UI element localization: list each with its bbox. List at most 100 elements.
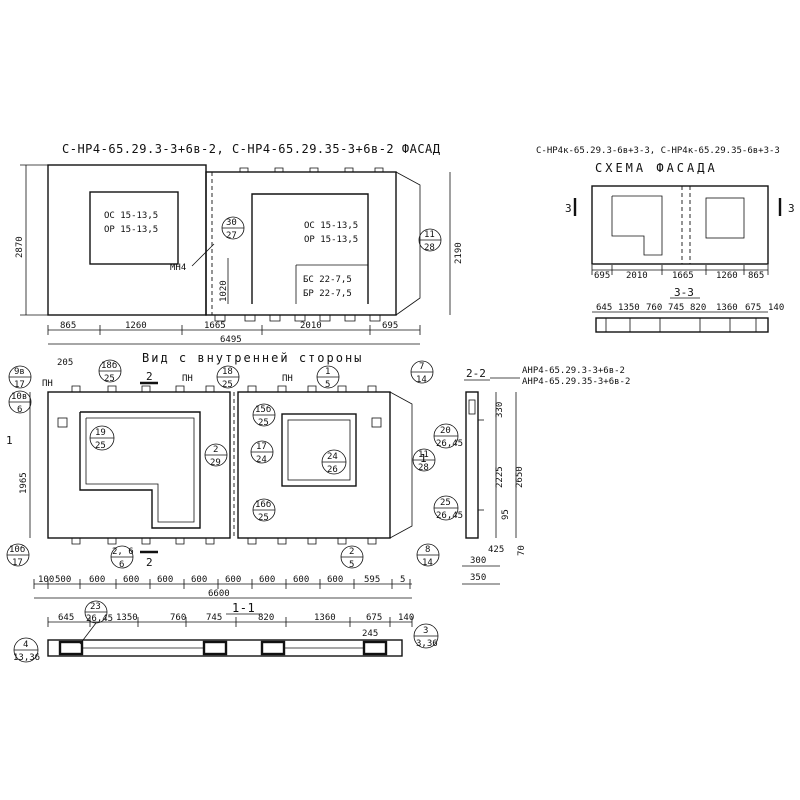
s11-dim-3: 760: [170, 613, 186, 623]
scheme-mark-right: 3: [788, 202, 795, 215]
s33-dim-2: 1350: [618, 303, 640, 313]
scheme-dim-5: 865: [748, 271, 764, 281]
facade-dim-1: 865: [60, 321, 76, 331]
svg-text:10в: 10в: [11, 392, 27, 402]
scheme-mark-left: 3: [565, 202, 572, 215]
svg-text:13,36: 13,36: [13, 653, 40, 663]
svg-text:25: 25: [258, 418, 269, 428]
svg-text:20: 20: [440, 426, 451, 436]
scheme-facade: 3 3 695 2010 1665 1260 865 3-3 645 1350 …: [565, 185, 795, 333]
svg-text:28: 28: [424, 243, 435, 253]
svg-text:17: 17: [12, 558, 23, 568]
facade-window-left: [89, 191, 179, 265]
svg-text:28: 28: [418, 463, 429, 473]
svg-text:5: 5: [349, 560, 354, 570]
svg-text:1: 1: [325, 367, 330, 377]
svg-text:7: 7: [419, 362, 424, 372]
s22-dim-300: 300: [470, 556, 486, 566]
svg-text:2, 6: 2, 6: [112, 547, 134, 557]
inner-left-panel: [47, 391, 231, 539]
pn-label-2: ПН: [182, 374, 193, 384]
facade-dim-3: 1665: [204, 321, 226, 331]
svg-text:17: 17: [14, 380, 25, 390]
svg-text:17: 17: [256, 442, 267, 452]
scheme-dim-2: 2010: [626, 271, 648, 281]
bubble-1-5: 15: [316, 365, 340, 390]
section-22-title: 2-2: [466, 367, 486, 380]
svg-text:25: 25: [222, 380, 233, 390]
facade-height-right: 2190: [454, 242, 464, 264]
facade-total: 6495: [220, 335, 242, 345]
svg-text:3,36: 3,36: [416, 639, 438, 649]
section-2-2: 2-2 АНР4-65.29.3-3+6в-2 АНР4-65.29.35-3+…: [433, 366, 630, 585]
section-11-title: 1-1: [232, 601, 255, 615]
svg-text:11: 11: [424, 230, 435, 240]
s11-dim-7: 675: [366, 613, 382, 623]
svg-text:19: 19: [95, 428, 106, 438]
bubble-2-29: 229: [204, 443, 228, 468]
facade-height-left: 2870: [15, 236, 25, 258]
s33-dim-7: 675: [745, 303, 761, 313]
svg-text:6: 6: [17, 405, 22, 415]
svg-text:8: 8: [425, 545, 430, 555]
s11-dim-8: 245: [362, 629, 378, 639]
inner-dim-12: 5: [400, 575, 405, 585]
window-left-mark-1: ОС 15-13,5: [104, 211, 158, 221]
s22-dim-95: 95: [501, 509, 511, 520]
s11-dim-9: 140: [398, 613, 414, 623]
bubble-2-6: 2, 66: [110, 545, 134, 570]
svg-text:18б: 18б: [101, 360, 117, 371]
svg-text:24: 24: [327, 452, 338, 462]
svg-text:25: 25: [440, 498, 451, 508]
svg-text:14: 14: [422, 558, 433, 568]
section-mark-2-bottom: 2: [146, 556, 153, 569]
svg-text:15б: 15б: [255, 404, 271, 415]
s11-dim-4: 745: [206, 613, 222, 623]
inner-dim-3: 600: [89, 575, 105, 585]
inner-opening-left: [79, 411, 201, 529]
s33-dim-3: 760: [646, 303, 662, 313]
inner-dim-11: 595: [364, 575, 380, 585]
scheme-marks: С-НР4к-65.29.3-6в+3-3, С-НР4к-65.29.35-6…: [536, 146, 780, 156]
sill-dim: 1020: [219, 280, 229, 302]
facade-dim-2: 1260: [125, 321, 147, 331]
inner-dim-10: 600: [327, 575, 343, 585]
inner-dim-2: 500: [55, 575, 71, 585]
svg-text:26,45: 26,45: [86, 614, 113, 624]
svg-text:9в: 9в: [14, 367, 25, 377]
s11-dim-6: 1360: [314, 613, 336, 623]
svg-text:16б: 16б: [255, 499, 271, 510]
section-22-mark-2: АНР4-65.29.35-3+6в-2: [522, 377, 630, 387]
window-right-mark-2: ОР 15-13,5: [304, 235, 358, 245]
facade-title: С-НР4-65.29.3-3+6в-2, С-НР4-65.29.35-3+6…: [62, 142, 441, 156]
inner-dim-8: 600: [259, 575, 275, 585]
svg-text:30: 30: [226, 218, 237, 228]
pn-label-1: ПН: [42, 379, 53, 389]
svg-text:5: 5: [325, 380, 330, 390]
bubble-8-14: 814: [416, 543, 440, 568]
s33-dim-4: 745: [668, 303, 684, 313]
svg-text:25: 25: [104, 374, 115, 384]
s11-dim-1: 645: [58, 613, 74, 623]
inner-right-panel: [237, 391, 391, 539]
scheme-dim-3: 1665: [672, 271, 694, 281]
facade-door-opening: [251, 193, 369, 304]
s11-dim-2: 1350: [116, 613, 138, 623]
inner-view-title: Вид с внутренней стороны: [142, 351, 363, 365]
svg-text:14: 14: [416, 375, 427, 385]
s22-dim-2225: 2225: [495, 466, 505, 488]
s33-dim-8: 140: [768, 303, 784, 313]
door-mark-1: БС 22-7,5: [303, 275, 352, 285]
scheme-dim-4: 1260: [716, 271, 738, 281]
facade-left-panel: [47, 164, 207, 316]
section-mark-1-right: 1: [420, 452, 427, 465]
